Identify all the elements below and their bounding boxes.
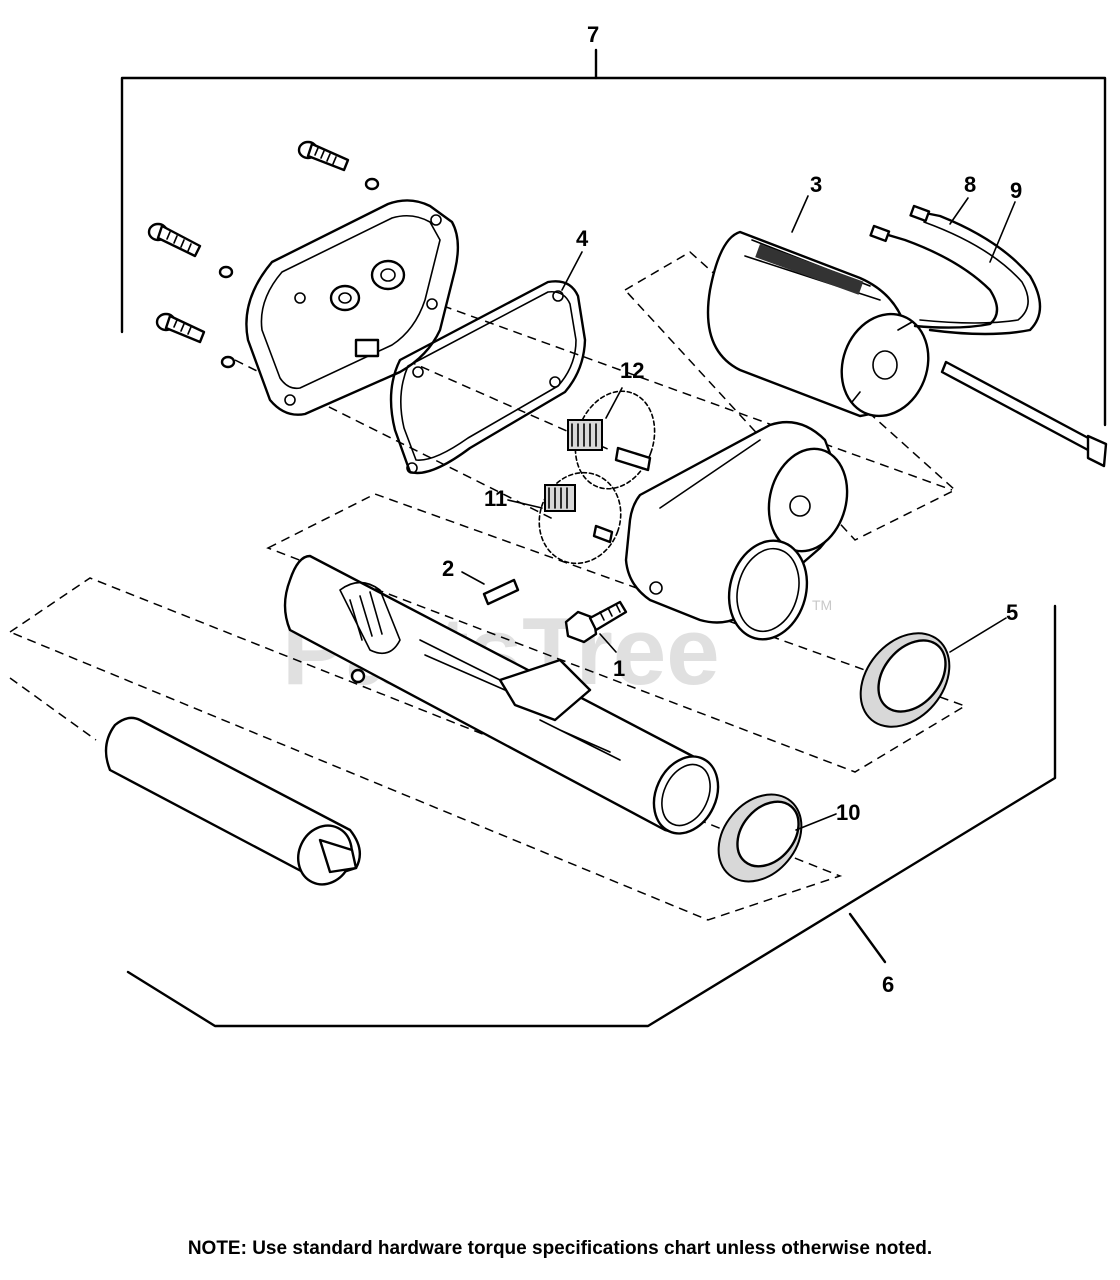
callout-12: 12 (620, 358, 644, 383)
gear-12 (567, 390, 656, 490)
cover-screws (147, 140, 380, 369)
gear-11 (538, 471, 622, 565)
actuator-tube (283, 554, 720, 835)
through-bolt (940, 360, 1108, 468)
bracket-6 (126, 604, 1057, 1028)
torque-note: NOTE: Use standard hardware torque speci… (187, 1238, 933, 1259)
callout-7: 7 (587, 22, 599, 47)
seal-10 (717, 793, 803, 883)
extension-tube (104, 716, 362, 886)
leader-lines (461, 195, 1016, 831)
watermark-trademark: TM (812, 597, 832, 613)
callout-9: 9 (1010, 178, 1022, 203)
callout-8: 8 (964, 172, 976, 197)
hex-bolt (564, 600, 628, 644)
callout-10: 10 (836, 800, 860, 825)
roll-pin (482, 578, 520, 606)
callout-1: 1 (613, 656, 625, 681)
gasket (389, 280, 587, 475)
gearbox-housing (624, 420, 849, 641)
callout-2: 2 (442, 556, 454, 581)
callout-11: 11 (484, 486, 507, 511)
callout-6: 6 (882, 972, 894, 997)
callout-4: 4 (576, 226, 589, 251)
bracket-7 (120, 48, 1107, 427)
callout-5: 5 (1006, 600, 1018, 625)
motor-leads (869, 204, 1042, 336)
gear-cover (245, 199, 460, 416)
seal-5 (859, 632, 951, 728)
motor (706, 230, 930, 418)
callout-3: 3 (810, 172, 822, 197)
